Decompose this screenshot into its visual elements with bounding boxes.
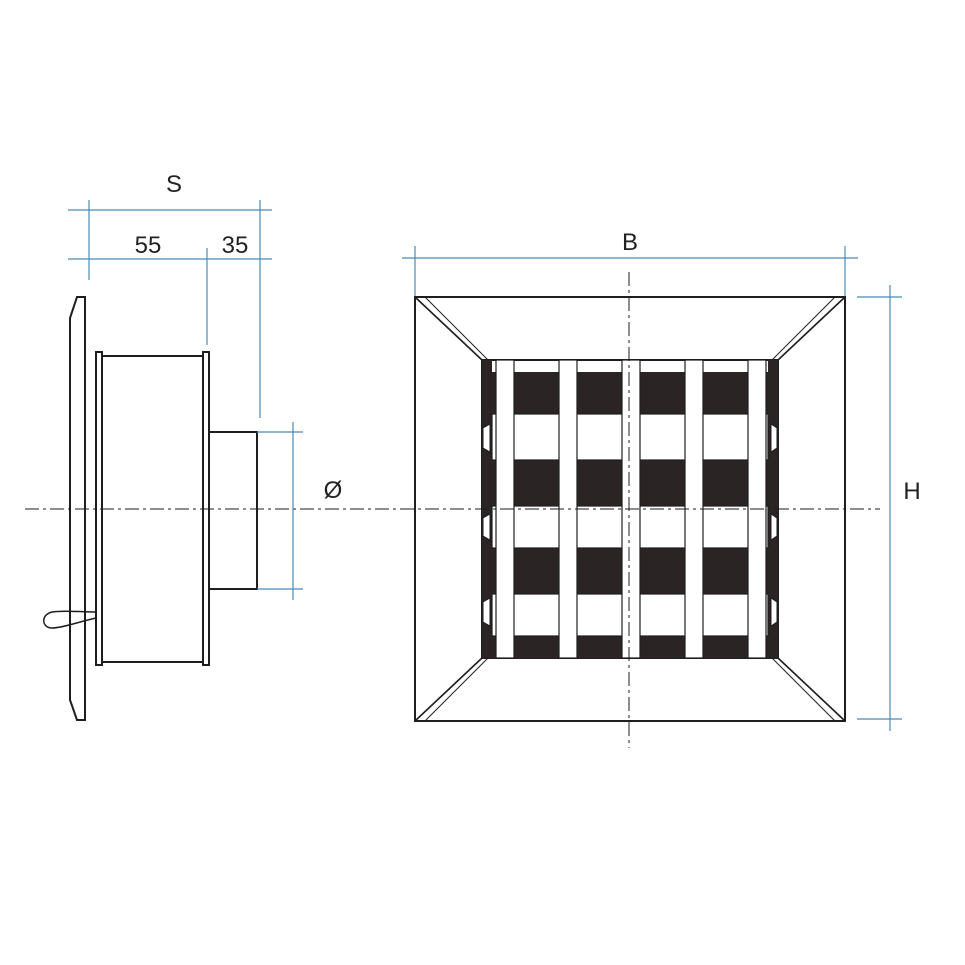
dimension-label-b: B xyxy=(622,229,638,256)
dimension-label-55: 55 xyxy=(135,232,162,259)
dimension-label-35: 35 xyxy=(222,232,249,259)
dimension-label-h: H xyxy=(903,478,920,505)
side-view xyxy=(43,296,258,721)
dimension-label-s: S xyxy=(166,171,182,198)
front-bevel-lines xyxy=(414,296,846,722)
dimension-lines xyxy=(68,200,902,731)
front-blade-clips xyxy=(482,423,778,627)
dimension-label-diameter: Ø xyxy=(324,477,343,504)
center-lines xyxy=(25,272,880,748)
side-cable xyxy=(43,610,97,629)
side-spigot xyxy=(208,431,258,590)
